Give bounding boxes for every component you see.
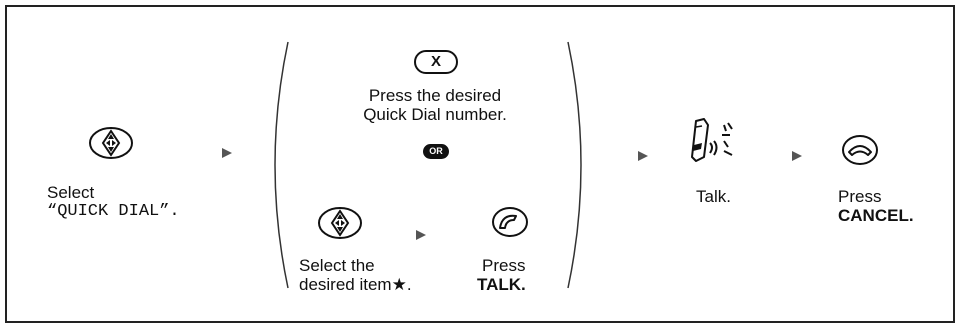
number-key-label: X [430,53,441,70]
cancel-label: CANCEL. [838,206,914,225]
left-parenthesis [274,41,289,289]
talk-step-label: Talk. [696,187,731,206]
number-key: X [414,50,458,74]
press-cancel-label: Press [838,187,882,206]
step1-select-label: Select [47,183,95,202]
talk-key-icon [492,207,528,237]
phone-talking-icon [691,118,733,162]
or-badge-label: OR [429,146,443,156]
instruction-frame [5,5,955,323]
right-arrow-icon [792,151,802,161]
press-desired-label: Press the desired [368,86,502,105]
cancel-key-icon [842,135,878,165]
talk-label: TALK. [477,275,526,294]
quick-dial-number-label: Quick Dial number. [363,105,507,124]
navigator-key-icon [318,207,362,239]
select-the-label: Select the [299,256,375,275]
or-badge: OR [423,144,449,159]
press-talk-label: Press [482,256,526,275]
navigator-key-icon [89,127,133,159]
step1-quick-dial-label: “QUICK DIAL”. [47,202,180,221]
right-parenthesis [567,41,582,289]
desired-item-label: desired item★. [299,275,412,294]
right-arrow-icon [416,230,426,240]
right-arrow-icon [222,148,232,158]
right-arrow-icon [638,151,648,161]
